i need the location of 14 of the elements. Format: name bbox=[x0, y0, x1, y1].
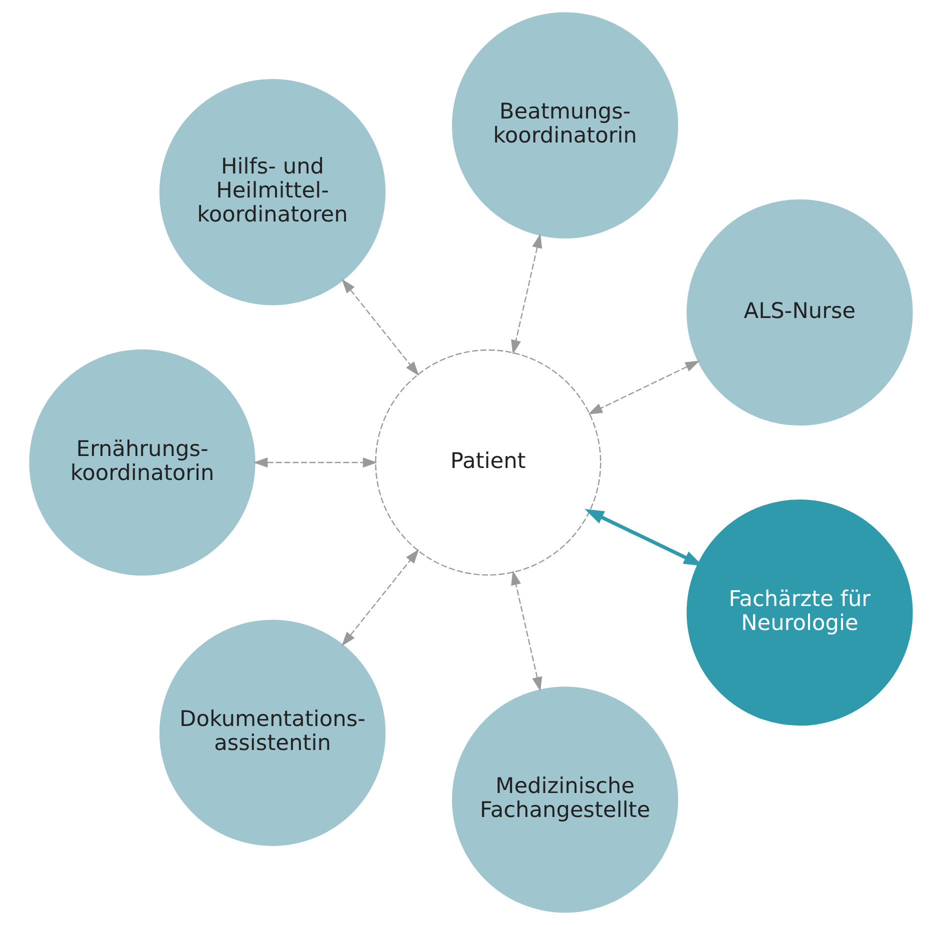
arrow bbox=[253, 457, 378, 468]
node-circle: ALS-Nurse bbox=[686, 199, 913, 426]
node-circle: Fachärzte für Neurologie bbox=[686, 499, 913, 726]
node-circle: Hilfs- und Heilmittel- koordinatoren bbox=[159, 79, 386, 306]
arrow bbox=[588, 360, 700, 414]
node-circle: Ernährungs- koordinatorin bbox=[29, 349, 256, 576]
node-circle: Medizinische Fachangestellte bbox=[452, 686, 678, 913]
arrow bbox=[511, 570, 542, 692]
node-circle: Patient bbox=[375, 349, 602, 576]
arrow bbox=[511, 234, 542, 354]
arrow bbox=[342, 549, 420, 646]
arrow bbox=[342, 278, 420, 376]
node-circle: Beatmungs- koordinatorin bbox=[452, 12, 678, 238]
node-circle: Dokumentations- assistentin bbox=[159, 620, 386, 846]
